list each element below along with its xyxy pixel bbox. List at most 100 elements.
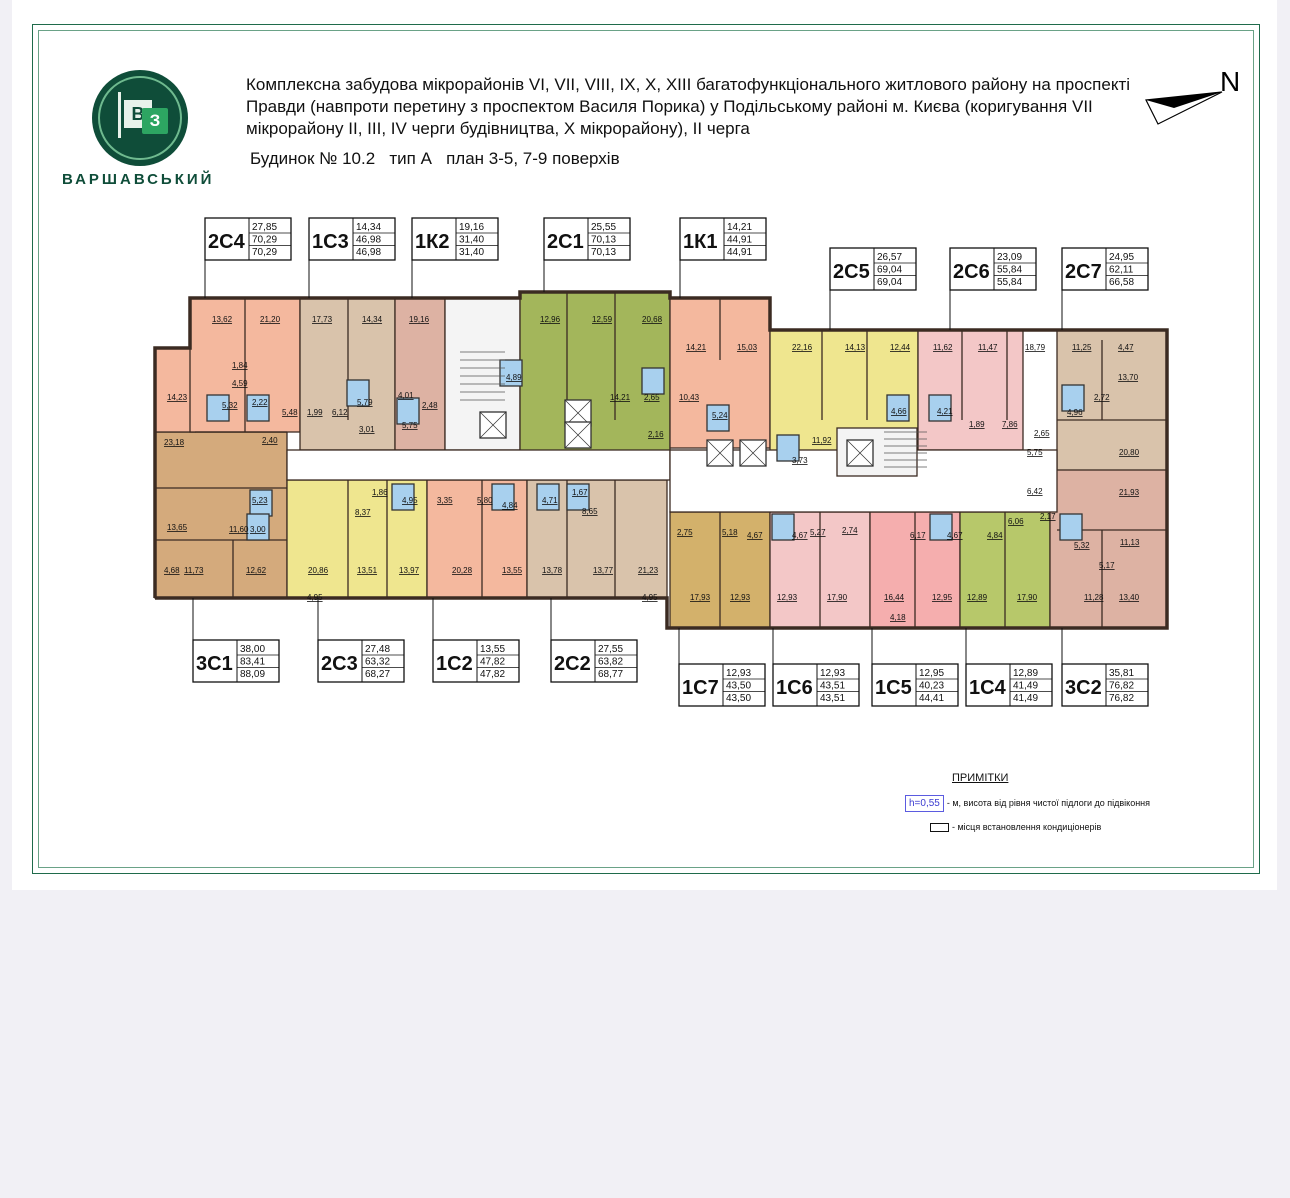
room-area-label: 20,68 [642, 315, 663, 324]
inner-frame [38, 30, 1254, 868]
unit-zone-1k2 [394, 297, 446, 451]
apartment-area-value: 76,82 [1109, 681, 1134, 692]
room-area-label: 21,23 [638, 566, 659, 575]
room-area-label: 4,95 [307, 593, 323, 602]
brand-logo: В З [92, 70, 188, 166]
apartment-tag-box [1061, 247, 1149, 291]
apartment-tag-box [678, 663, 766, 707]
room-area-label: 4,95 [402, 496, 418, 505]
room-area-label: 5,32 [1074, 541, 1090, 550]
apartment-tag-box [949, 247, 1037, 291]
room-area-label: 1,67 [572, 488, 588, 497]
apartment-area-value: 70,29 [252, 235, 277, 246]
room-area-label: 4,84 [987, 531, 1003, 540]
elevator-cross-b-5 [846, 439, 874, 467]
bathroom-0 [206, 394, 230, 422]
apartment-code: 1С6 [776, 677, 813, 699]
apartment-code: 3С2 [1065, 677, 1102, 699]
apartment-area-value: 43,50 [726, 681, 751, 692]
apartment-tag-box [543, 217, 631, 261]
room-area-label: 4,84 [502, 501, 518, 510]
bathroom-10 [1061, 384, 1085, 412]
apartment-code: 2С7 [1065, 261, 1102, 283]
room-area-label: 1,89 [969, 420, 985, 429]
room-area-label: 7,86 [1002, 420, 1018, 429]
apartment-code: 1К2 [415, 231, 449, 253]
apartment-code: 3С1 [196, 653, 233, 675]
bathroom-17 [929, 513, 953, 541]
room-area-label: 12,62 [246, 566, 267, 575]
note-ac-text: - місця встановлення кондиціонерів [952, 822, 1102, 832]
apartment-area-value: 23,09 [997, 252, 1022, 263]
apartment-area-value: 25,55 [591, 222, 616, 233]
room-area-label: 2,22 [252, 398, 268, 407]
note-sill-height: h=0,55- м, висота від рівня чистої підло… [905, 795, 1150, 812]
apartment-area-value: 24,95 [1109, 252, 1134, 263]
apartment-tag-box [772, 663, 860, 707]
elevator-cross-b-3 [706, 439, 734, 467]
room-area-label: 14,34 [362, 315, 383, 324]
apartment-area-value: 44,41 [919, 693, 944, 704]
bathroom-9 [928, 394, 952, 422]
room-area-label: 11,73 [184, 566, 204, 575]
room-area-label: 4,68 [164, 566, 180, 575]
room-area-label: 3,73 [792, 456, 808, 465]
note-ac-location: - місця встановлення кондиціонерів [930, 822, 1102, 833]
room-area-label: 13,55 [502, 566, 523, 575]
apartment-area-value: 46,98 [356, 247, 381, 258]
logo-letter-z: З [142, 108, 168, 134]
room-area-label: 17,90 [1017, 593, 1038, 602]
apartment-area-value: 12,89 [1013, 668, 1038, 679]
room-area-label: 6,12 [332, 408, 348, 417]
apartment-code: 1С2 [436, 653, 473, 675]
apartment-area-value: 63,82 [598, 657, 623, 668]
room-area-label: 5,32 [222, 401, 238, 410]
room-area-label: 11,28 [1084, 593, 1104, 602]
north-arrow-icon [1145, 91, 1223, 125]
room-area-label: 12,93 [777, 593, 798, 602]
apartment-area-value: 55,84 [997, 265, 1022, 276]
apartment-area-value: 69,04 [877, 265, 902, 276]
apartment-tag-box [432, 639, 520, 683]
room-area-label: 11,47 [978, 343, 998, 352]
room-area-label: 2,16 [648, 430, 664, 439]
room-area-label: 4,67 [747, 531, 763, 540]
elevator-cross-b-0 [479, 411, 507, 439]
room-area-label: 6,42 [1027, 487, 1043, 496]
apartment-area-value: 43,50 [726, 693, 751, 704]
room-area-label: 5,79 [357, 398, 373, 407]
room-area-label: 2,48 [422, 401, 438, 410]
room-area-label: 5,27 [810, 528, 826, 537]
apartment-area-value: 70,13 [591, 247, 616, 258]
apartment-area-value: 47,82 [480, 669, 505, 680]
bathroom-2 [346, 379, 370, 407]
apartment-code: 2С6 [953, 261, 990, 283]
room-area-label: 14,13 [845, 343, 866, 352]
bathroom-12 [391, 483, 415, 511]
room-area-label: 6,17 [910, 531, 926, 540]
apartment-area-value: 38,00 [240, 644, 265, 655]
room-area-label: 4,21 [937, 407, 953, 416]
brand-name: ВАРШАВСЬКИЙ [62, 171, 215, 188]
apartment-area-value: 70,29 [252, 247, 277, 258]
apartment-area-value: 76,82 [1109, 693, 1134, 704]
room-area-label: 4,66 [891, 407, 907, 416]
apartment-area-value: 12,93 [820, 668, 845, 679]
apartment-code: 2С5 [833, 261, 870, 283]
room-area-label: 5,48 [282, 408, 298, 417]
elevator-cross-b-2 [564, 421, 592, 449]
room-area-label: 11,13 [1120, 538, 1140, 547]
room-area-label: 2,65 [644, 393, 660, 402]
apartment-area-value: 14,21 [727, 222, 752, 233]
room-area-label: 2,65 [1034, 429, 1050, 438]
room-area-label: 17,93 [690, 593, 711, 602]
room-area-label: 13,77 [593, 566, 614, 575]
room-area-label: 18,79 [1025, 343, 1046, 352]
logo-ring [98, 76, 182, 160]
room-area-label: 20,28 [452, 566, 473, 575]
room-area-label: 5,75 [1027, 448, 1043, 457]
apartment-tag-box [1061, 663, 1149, 707]
room-area-label: 21,93 [1119, 488, 1140, 497]
room-area-label: 20,80 [1119, 448, 1140, 457]
